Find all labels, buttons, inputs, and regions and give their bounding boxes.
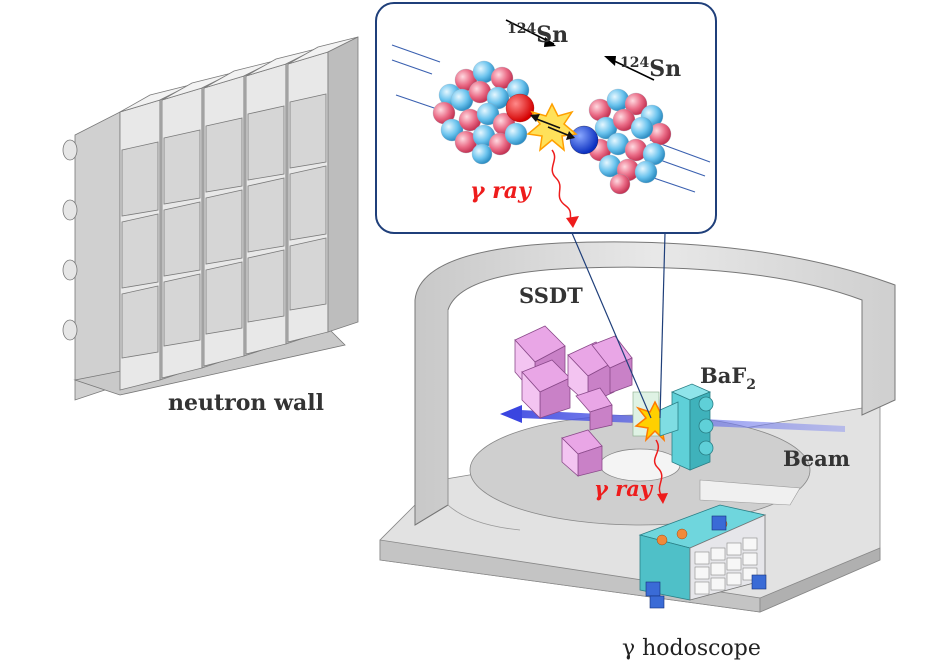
neutron-wall-label: neutron wall [168,390,324,416]
left-sn-label: 124Sn [507,21,568,48]
neutron-wall-drawing [62,36,359,401]
left-sn-projectile: 124Sn [505,19,568,48]
baf2-label: BaF2 [700,363,756,393]
baf2-label-subscript: 2 [746,377,756,393]
ssdt-label: SSDT [519,283,583,308]
baf2-detectors [659,383,714,471]
gamma-hodoscope [638,504,767,609]
right-sn-label: 124Sn [620,55,681,82]
chamber-gamma-ray-label: γ ray [594,476,654,501]
right-nucleus [569,88,672,195]
baf2-label-main: BaF [700,363,746,388]
collision-inset: γ ray 124Sn 124Sn [375,2,717,234]
neutron-wall-columns [119,36,359,391]
gamma-hodoscope-label: γ hodoscope [622,636,761,661]
right-sn-symbol: Sn [649,56,681,82]
chamber-gamma-ray-arrow [653,439,668,504]
right-sn-projectile: 124Sn [604,55,681,82]
ssdt-detectors [514,325,633,477]
inset-callout-line-left [571,232,652,419]
right-sn-mass: 124 [620,55,649,71]
left-sn-mass: 124 [507,21,536,37]
inset-callout-line-right [659,232,666,419]
left-nucleus [432,60,535,165]
inset-collision-burst [526,102,578,152]
neutron-wall-pipes [62,139,78,341]
left-sn-symbol: Sn [536,22,568,48]
inset-gamma-ray-label: γ ray [470,178,533,204]
beam-label: Beam [783,446,850,471]
inset-gamma-ray-arrow [551,149,579,228]
